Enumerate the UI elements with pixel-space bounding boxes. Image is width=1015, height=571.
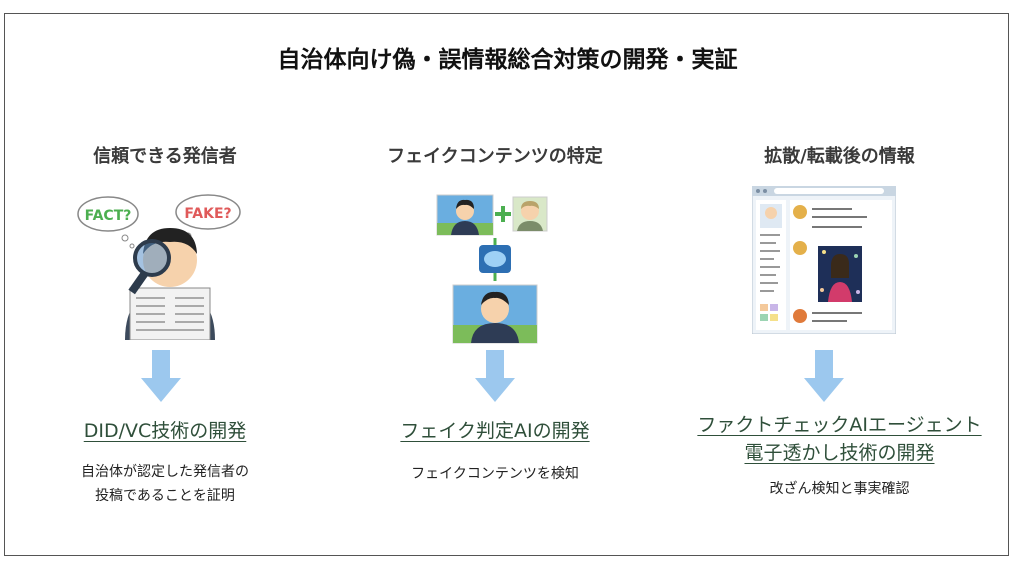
page-title: 自治体向け偽・誤情報総合対策の開発・実証: [277, 47, 738, 73]
social-media-page-icon: [752, 186, 896, 334]
column-spread-info: 拡散/転載後の情報 ファクトチェックAIエージェント 電子透かし技術の開: [672, 0, 1007, 571]
tech-link-factcheck-ai[interactable]: ファクトチェックAIエージェント: [697, 414, 982, 436]
column-heading: 拡散/転載後の情報: [764, 146, 915, 167]
fake-bubble-label: FAKE?: [184, 206, 231, 222]
tech-link-watermark[interactable]: 電子透かし技術の開発: [744, 442, 935, 464]
down-arrow-icon: [141, 350, 181, 402]
column-heading: フェイクコンテンツの特定: [387, 146, 603, 167]
column-desc-line-2: 投稿であることを証明: [95, 488, 235, 504]
diagram-frame: [4, 13, 1009, 556]
column-heading: 信頼できる発信者: [93, 146, 237, 167]
investigator-icon: FACT? FAKE?: [77, 194, 241, 340]
column-trusted-sender: 信頼できる発信者 FACT? FAKE? DID/VC技術の開発 自治体が認定し…: [0, 0, 330, 571]
tech-link-did-vc[interactable]: DID/VC技術の開発: [83, 420, 247, 442]
down-arrow-icon: [804, 350, 844, 402]
face-swap-icon: [436, 194, 548, 344]
column-desc-line-1: 改ざん検知と事実確認: [769, 481, 910, 497]
column-fake-content: フェイクコンテンツの特定 フェイク判定AIの開発 フェイクコンテンツを検知: [330, 0, 660, 571]
column-desc-line-1: フェイクコンテンツを検知: [411, 466, 579, 482]
down-arrow-icon: [475, 350, 515, 402]
tech-link-fake-ai[interactable]: フェイク判定AIの開発: [400, 420, 590, 442]
column-desc-line-1: 自治体が認定した発信者の: [81, 464, 249, 480]
fact-bubble-label: FACT?: [85, 208, 132, 224]
